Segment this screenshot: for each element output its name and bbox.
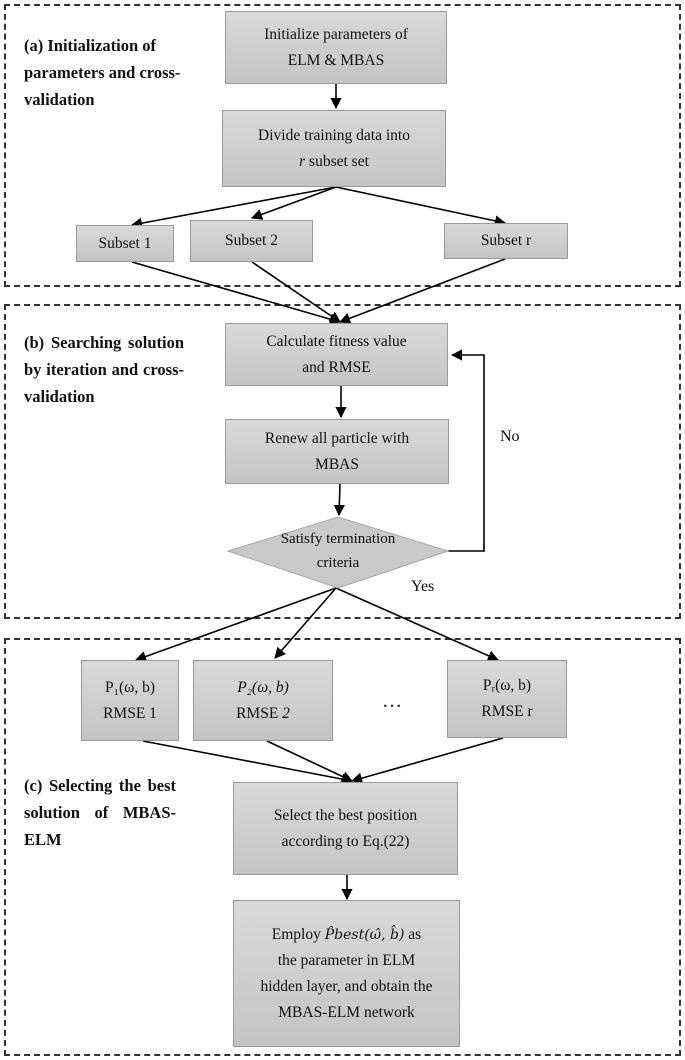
decision-diamond xyxy=(226,516,450,589)
p1-line-2: RMSE 1 xyxy=(103,704,157,722)
employ-math: P̂best(ω̂, b̂) xyxy=(324,926,405,943)
init-parameters-box: Initialize parameters of ELM & MBAS xyxy=(225,11,447,84)
employ-line-4: MBAS-ELM network xyxy=(278,1003,415,1021)
p1-box: P₁(ω, b) RMSE 1 xyxy=(81,660,179,741)
decision-text: Satisfy termination criteria xyxy=(238,527,438,575)
arrow-decision-to-p1 xyxy=(134,587,337,662)
subset-1-box: Subset 1 xyxy=(76,225,174,262)
fitness-line-2: and RMSE xyxy=(302,358,371,376)
section-b-frame xyxy=(4,304,681,619)
employ-line-1a: Employ xyxy=(271,925,321,943)
p2-line-2-num: 2 xyxy=(282,704,290,722)
pr-box: Pᵣ(ω, b) RMSE r xyxy=(447,660,567,738)
arrow-renew-to-decision xyxy=(333,483,345,517)
divide-line-2: subset set xyxy=(305,152,369,170)
arrow-divide-to-subsetr xyxy=(335,186,507,227)
p2-line-1: P₂(ω, b) xyxy=(237,678,289,696)
ellipsis: … xyxy=(382,690,404,712)
arrow-subset2-to-fitness xyxy=(251,261,341,323)
section-c-frame xyxy=(4,638,681,1056)
arrow-p2-to-select xyxy=(266,740,354,782)
subset-2-label: Subset 2 xyxy=(225,232,278,249)
yes-label: Yes xyxy=(411,578,435,595)
arrow-subset1-to-fitness xyxy=(131,261,342,325)
select-line-1: Select the best position xyxy=(273,806,418,824)
employ-line-3: hidden layer, and obtain the xyxy=(260,977,433,995)
employ-box: Employ P̂best(ω̂, b̂) as the parameter i… xyxy=(233,900,460,1047)
p2-box: P₂(ω, b) RMSE 2 xyxy=(193,660,333,741)
p1-line-1: P₁(ω, b) xyxy=(104,678,156,696)
renew-particle-box: Renew all particle with MBAS xyxy=(225,419,449,484)
renew-line-1: Renew all particle with xyxy=(264,429,410,447)
init-line-2: ELM & MBAS xyxy=(287,51,385,69)
arrow-divide-to-subset1 xyxy=(130,186,337,229)
arrow-p1-to-select xyxy=(142,740,354,785)
section-a-frame xyxy=(4,4,681,287)
subset-1-label: Subset 1 xyxy=(98,234,152,252)
arrow-decision-to-p2 xyxy=(274,587,337,659)
pr-line-2: RMSE r xyxy=(481,703,533,720)
arrow-decision-to-pr xyxy=(335,587,500,662)
subset-r-box: Subset r xyxy=(444,223,568,259)
decision-line-1: Satisfy termination xyxy=(280,531,396,547)
subset-r-label: Subset r xyxy=(480,232,532,249)
arrow-no-loop xyxy=(448,349,485,552)
divide-r: r xyxy=(299,152,306,170)
init-line-1: Initialize parameters of xyxy=(264,25,408,43)
arrow-divide-to-subset2 xyxy=(250,186,337,220)
renew-line-2: MBAS xyxy=(315,455,359,473)
fitness-line-1: Calculate fitness value xyxy=(266,332,407,350)
employ-line-2: the parameter in ELM xyxy=(277,951,416,969)
no-label: No xyxy=(500,428,520,445)
calculate-fitness-box: Calculate fitness value and RMSE xyxy=(225,323,448,386)
select-best-box: Select the best position according to Eq… xyxy=(233,782,458,875)
arrow-subsetr-to-fitness xyxy=(338,258,506,324)
divide-training-box: Divide training data into r subset set xyxy=(222,110,446,187)
select-line-2: according to Eq.(22) xyxy=(281,832,410,850)
pr-line-1: Pᵣ(ω, b) xyxy=(482,677,532,694)
subset-2-box: Subset 2 xyxy=(190,220,313,262)
section-b-label: (b) Searching solution by iteration and … xyxy=(24,333,184,406)
employ-line-1b: as xyxy=(408,925,422,943)
decision-line-2: criteria xyxy=(316,555,360,571)
divide-line-1: Divide training data into xyxy=(258,126,410,144)
p2-line-2-prefix: RMSE xyxy=(236,704,283,722)
section-c-label: (c) Selecting the best solution of MBAS-… xyxy=(24,776,176,849)
arrow-pr-to-select xyxy=(350,737,504,784)
section-a-label: (a) Initialization of parameters and cro… xyxy=(24,36,181,109)
